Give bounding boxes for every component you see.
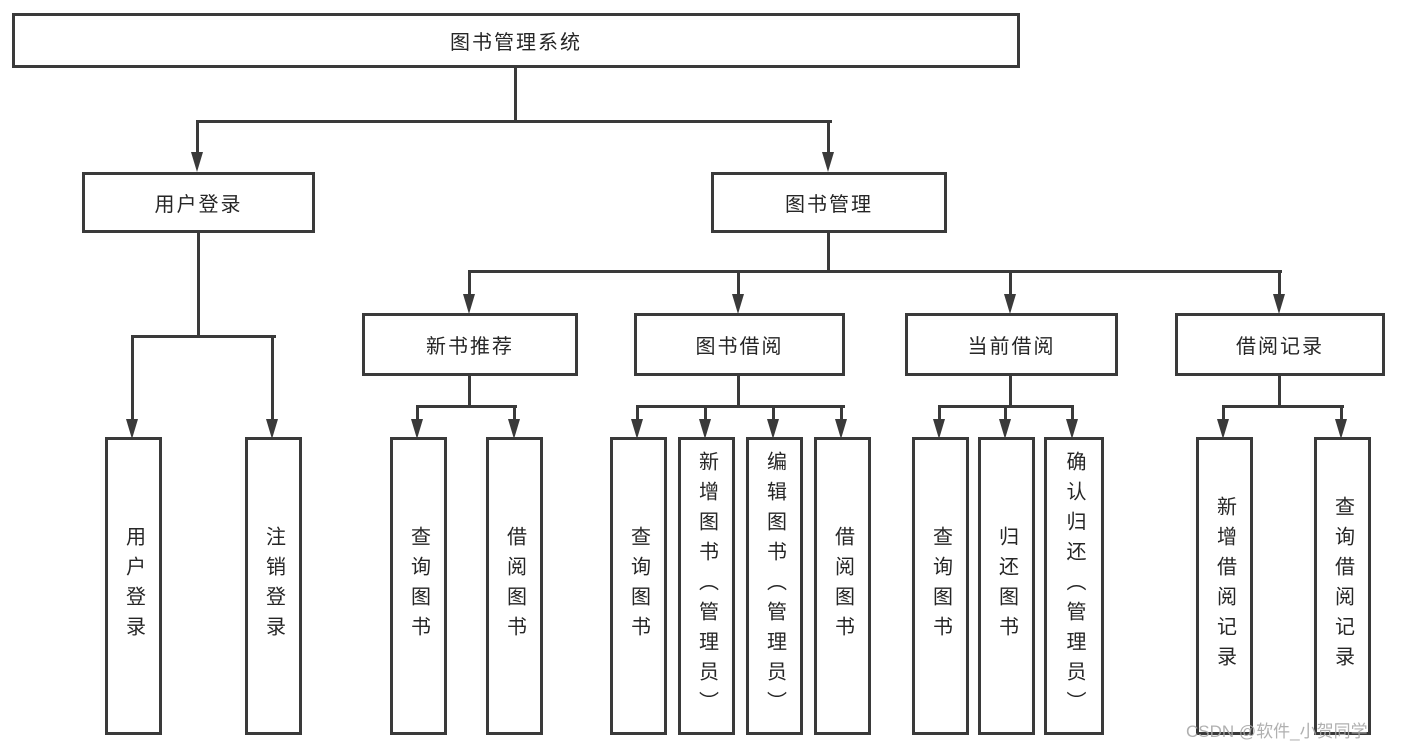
leaf-label: 查询借阅记录 xyxy=(1331,496,1354,676)
leaf-label: 查询图书 xyxy=(929,526,952,646)
watermark: CSDN @软件_小贺同学 xyxy=(1186,722,1368,741)
node-leaf-return-books: 归还图书 xyxy=(978,437,1035,735)
connector-leaf-stub xyxy=(938,405,941,419)
connector-user-login-stem xyxy=(197,233,200,335)
arrow-down-icon xyxy=(191,152,203,172)
arrow-down-icon xyxy=(1004,294,1016,314)
node-borrowing-records: 借阅记录 xyxy=(1175,313,1385,376)
connector-root-to-book-mgmt xyxy=(827,120,830,154)
leaf-label: 借阅图书 xyxy=(831,526,854,646)
node-user-login-group: 用户登录 xyxy=(82,172,315,233)
connector-leaf-stub xyxy=(416,405,419,419)
arrow-down-icon xyxy=(463,294,475,314)
arrow-down-icon xyxy=(699,419,711,439)
node-leaf-borrow-books-1: 借阅图书 xyxy=(486,437,543,735)
connector-leaf-stub xyxy=(513,405,516,419)
connector-to-user-login-leaf xyxy=(131,335,134,419)
node-leaf-add-borrow-record: 新增借阅记录 xyxy=(1196,437,1253,735)
arrow-down-icon xyxy=(1273,294,1285,314)
arrow-down-icon xyxy=(1217,419,1229,439)
node-new-book-recommend: 新书推荐 xyxy=(362,313,578,376)
node-leaf-user-login: 用户登录 xyxy=(105,437,162,735)
leaf-label: 查询图书 xyxy=(407,526,430,646)
connector-book-mgmt-stem xyxy=(827,233,830,270)
leaf-label: 归还图书 xyxy=(995,526,1018,646)
connector-to-new-book xyxy=(468,270,471,297)
node-leaf-edit-books-admin: 编辑图书（管理员） xyxy=(746,437,803,735)
connector-to-borrow-records xyxy=(1278,270,1281,297)
connector-root-to-user-login xyxy=(196,120,199,154)
leaf-label: 新增借阅记录 xyxy=(1213,496,1236,676)
connector-leaf-stub xyxy=(1222,405,1225,419)
node-leaf-confirm-return-admin: 确认归还（管理员） xyxy=(1044,437,1104,735)
leaf-label: 借阅图书 xyxy=(503,526,526,646)
node-leaf-query-books-3: 查询图书 xyxy=(912,437,969,735)
leaf-label: 确认归还（管理员） xyxy=(1063,451,1085,721)
connector-to-book-borrow xyxy=(737,270,740,297)
node-leaf-logout: 注销登录 xyxy=(245,437,302,735)
connector-leaf-stub xyxy=(840,405,843,419)
connector-records-stem xyxy=(1278,376,1281,405)
arrow-down-icon xyxy=(822,152,834,172)
node-root-library-system: 图书管理系统 xyxy=(12,13,1020,68)
connector-leaf-stub xyxy=(1004,405,1007,419)
node-current-borrowing: 当前借阅 xyxy=(905,313,1118,376)
connector-to-logout-leaf xyxy=(271,335,274,419)
connector-to-current-borrow xyxy=(1009,270,1012,297)
node-leaf-add-books-admin: 新增图书（管理员） xyxy=(678,437,735,735)
node-leaf-query-books-1: 查询图书 xyxy=(390,437,447,735)
node-leaf-borrow-books-2: 借阅图书 xyxy=(814,437,871,735)
connector-user-login-crossbar xyxy=(132,335,276,338)
leaf-label: 编辑图书（管理员） xyxy=(763,451,786,721)
arrow-down-icon xyxy=(126,419,138,439)
connector-borrow-stem xyxy=(737,376,740,405)
arrow-down-icon xyxy=(732,294,744,314)
connector-recommend-stem xyxy=(468,376,471,405)
connector-leaf-stub xyxy=(1340,405,1343,419)
arrow-down-icon xyxy=(266,419,278,439)
connector-book-mgmt-crossbar xyxy=(469,270,1282,273)
node-leaf-query-books-2: 查询图书 xyxy=(610,437,667,735)
arrow-down-icon xyxy=(1066,419,1078,439)
leaf-label: 查询图书 xyxy=(627,526,650,646)
arrow-down-icon xyxy=(411,419,423,439)
arrow-down-icon xyxy=(999,419,1011,439)
node-book-management-group: 图书管理 xyxy=(711,172,947,233)
arrow-down-icon xyxy=(508,419,520,439)
connector-root-stem xyxy=(514,68,517,120)
connector-root-crossbar xyxy=(196,120,832,123)
leaf-label: 注销登录 xyxy=(262,526,285,646)
arrow-down-icon xyxy=(631,419,643,439)
connector-leaf-stub xyxy=(704,405,707,419)
node-leaf-query-borrow-record: 查询借阅记录 xyxy=(1314,437,1371,735)
connector-leaf-stub xyxy=(636,405,639,419)
node-book-borrowing: 图书借阅 xyxy=(634,313,845,376)
arrow-down-icon xyxy=(933,419,945,439)
connector-recommend-crossbar xyxy=(417,405,517,408)
connector-leaf-stub xyxy=(1071,405,1074,419)
leaf-label: 新增图书（管理员） xyxy=(695,451,718,721)
leaf-label: 用户登录 xyxy=(122,526,145,646)
arrow-down-icon xyxy=(835,419,847,439)
connector-records-crossbar xyxy=(1223,405,1344,408)
connector-current-stem xyxy=(1009,376,1012,405)
connector-leaf-stub xyxy=(772,405,775,419)
connector-borrow-crossbar xyxy=(637,405,845,408)
arrow-down-icon xyxy=(767,419,779,439)
arrow-down-icon xyxy=(1335,419,1347,439)
